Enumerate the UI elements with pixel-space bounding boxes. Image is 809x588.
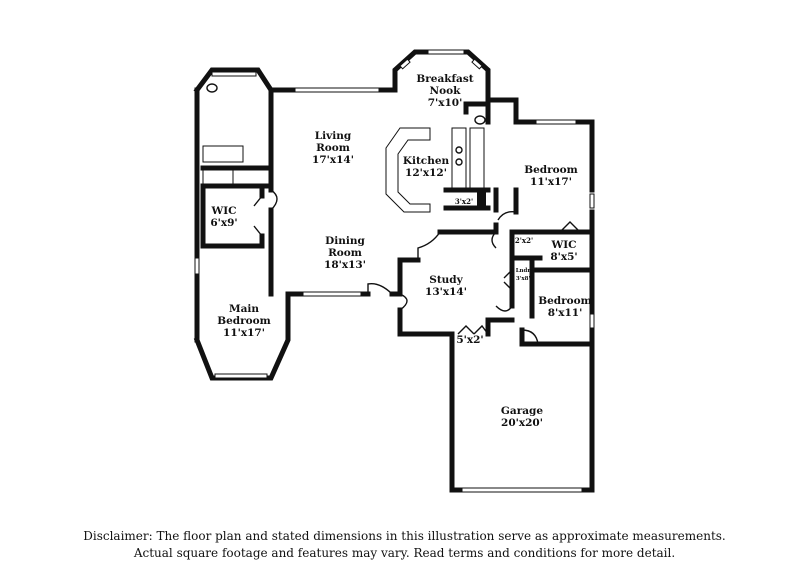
bedroom-ne-dims: 11'x17' (530, 176, 572, 188)
living-room-label: Living (315, 130, 352, 142)
nook-window-right (471, 58, 483, 70)
garage-door (461, 487, 583, 493)
closet-5x2-label: 5'x2' (456, 334, 483, 346)
study-dims: 13'x14' (425, 286, 467, 298)
garage-label: Garage (501, 405, 543, 417)
wic-small-label: WIC (550, 239, 576, 251)
wic-small-door (559, 221, 581, 233)
disclaimer-line-1: Disclaimer: The floor plan and stated di… (83, 529, 726, 543)
living-room-label-2: Room (316, 142, 350, 154)
bedroom-e-label: Bedroom (538, 295, 592, 307)
main-bedroom-dims: 11'x17' (223, 327, 265, 339)
garage-walls (449, 317, 595, 493)
living-room-dims: 17'x14' (312, 154, 354, 166)
bedroom-e-window (589, 313, 595, 329)
bedroom-e-door (521, 329, 539, 345)
bedroom-e-dims: 8'x11' (548, 307, 583, 319)
main-bedroom-window-west (194, 257, 200, 275)
bedroom-ne-window-top (535, 119, 577, 125)
study-door (417, 231, 441, 260)
nook-window-left (399, 58, 411, 70)
dining-door (367, 283, 393, 295)
wic-main-label: WIC (210, 205, 236, 217)
living-dining-walls (268, 87, 499, 337)
east-wing-walls (485, 97, 595, 347)
main-bedroom-label: Main (229, 303, 259, 315)
wic-small-dims: 8'x5' (550, 251, 577, 263)
breakfast-nook-label-2: Nook (430, 85, 462, 97)
closet-2x2-label: 2'x2' (515, 236, 533, 245)
bedroom-ne-window-east (589, 193, 595, 209)
main-bedroom-label-2: Bedroom (217, 315, 271, 327)
living-room-window (294, 87, 380, 93)
nook-window-top (427, 49, 465, 55)
dining-room-label-2: Room (328, 247, 362, 259)
laundry-dims: 3'x8' (516, 276, 531, 282)
laundry-label: Lndr (516, 268, 531, 274)
wic-main-dims: 6'x9' (210, 217, 237, 229)
breakfast-nook-label: Breakfast (416, 73, 473, 85)
disclaimer: Disclaimer: The floor plan and stated di… (0, 528, 809, 562)
kitchen-label: Kitchen (403, 155, 450, 167)
kitchen-dims: 12'x12' (405, 167, 447, 179)
wic-main-door (253, 195, 263, 237)
laundry-door (503, 269, 513, 291)
main-bath-fixtures (202, 71, 257, 185)
dining-room-dims: 18'x13' (324, 259, 366, 271)
closet-5x2-door (457, 324, 489, 335)
disclaimer-line-2: Actual square footage and features may v… (133, 546, 676, 560)
main-bedroom-door (270, 189, 278, 211)
hall-door (399, 293, 408, 311)
dining-room-window (302, 291, 362, 297)
study-label: Study (429, 274, 463, 286)
garage-dims: 20'x20' (501, 417, 543, 429)
pantry-label: 3'x2' (455, 197, 473, 206)
bedroom-ne-label: Bedroom (524, 164, 578, 176)
hall-door-2 (491, 231, 513, 312)
main-bedroom-wing-walls (193, 67, 291, 381)
dining-room-label: Dining (325, 235, 365, 247)
kitchen-counters (385, 101, 499, 213)
bedroom-ne-door (497, 210, 517, 221)
breakfast-nook-dims: 7'x10' (428, 97, 463, 109)
main-bedroom-bay-window (214, 373, 268, 379)
